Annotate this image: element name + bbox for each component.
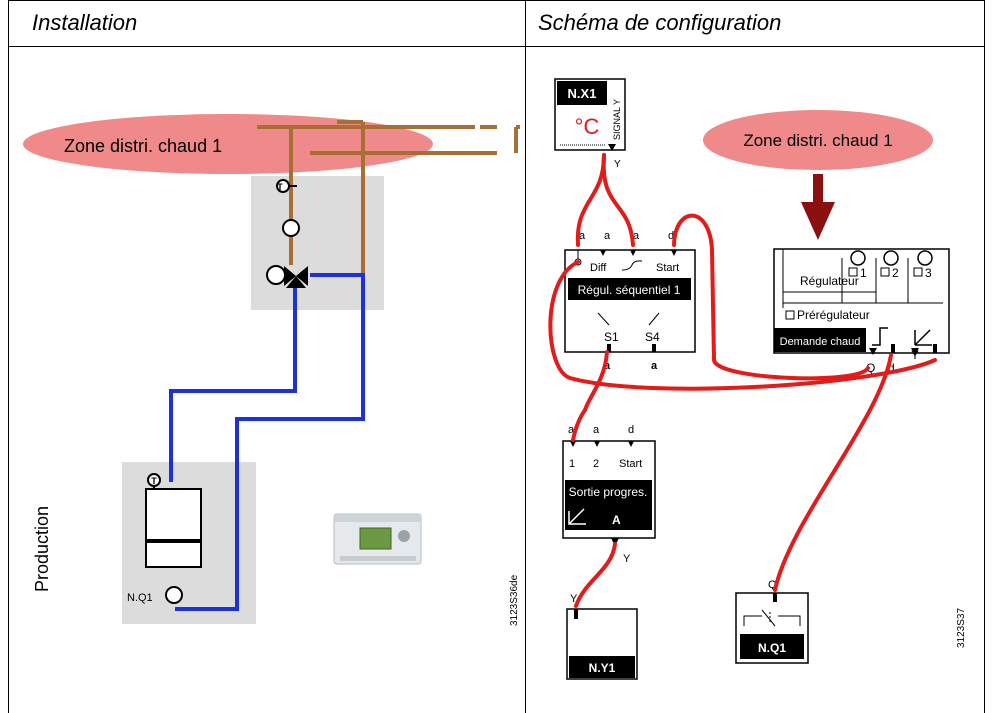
demand-arrow-icon (801, 174, 835, 240)
config-diagram: N.X1 °C SIGNAL Y Y Zone distri. chaud 1 … (548, 78, 967, 680)
svg-text:Sortie progres.: Sortie progres. (569, 485, 648, 499)
sensor-block-nx1[interactable]: N.X1 °C SIGNAL Y Y (554, 78, 626, 170)
svg-text:N.Y1: N.Y1 (589, 661, 616, 675)
config-zone-ellipse (703, 110, 933, 170)
svg-text:N.Q1: N.Q1 (758, 641, 786, 655)
zone-label: Zone distri. chaud 1 (64, 136, 222, 156)
production-pump-icon (165, 586, 183, 604)
nq1-output-block[interactable]: Q N.Q1 (735, 579, 809, 664)
svg-text:Demande chaud: Demande chaud (780, 336, 861, 348)
svg-text:Y: Y (623, 553, 631, 565)
svg-text:a: a (604, 360, 611, 372)
svg-text:1: 1 (569, 458, 575, 470)
installation-ref-code: 3123S36de (509, 574, 520, 626)
svg-text:T: T (277, 182, 283, 192)
svg-text:N.X1: N.X1 (568, 86, 597, 101)
config-ref-code: 3123S37 (956, 608, 967, 648)
svg-text:SIGNAL Y: SIGNAL Y (612, 99, 622, 140)
svg-text:d: d (628, 424, 634, 436)
controller-device-icon (333, 513, 422, 565)
svg-text:a: a (579, 230, 586, 242)
svg-text:Q: Q (866, 361, 875, 375)
svg-text:Y: Y (911, 348, 919, 362)
pump-label: N.Q1 (127, 592, 153, 604)
heat-demand-block[interactable]: Régulateur 1 2 3 Prérégulateur Demande c… (773, 248, 950, 375)
celsius-label: °C (575, 114, 600, 139)
installation-header: Installation (32, 10, 138, 35)
config-zone-label: Zone distri. chaud 1 (743, 131, 892, 150)
pump-icon (282, 219, 300, 237)
svg-text:Start: Start (656, 262, 679, 274)
svg-text:a: a (651, 360, 658, 372)
svg-text:Q: Q (768, 579, 777, 591)
svg-text:2: 2 (593, 458, 599, 470)
actuator-icon (266, 265, 286, 285)
ny1-output-block[interactable]: Y N.Y1 (566, 593, 638, 680)
svg-text:3: 3 (925, 266, 932, 280)
svg-text:d: d (668, 230, 674, 242)
progressive-output-block[interactable]: a a d 1 2 Start Sortie progres. A Y (562, 424, 656, 565)
svg-text:Diff: Diff (590, 262, 607, 274)
svg-text:Régul. séquentiel 1: Régul. séquentiel 1 (578, 283, 681, 297)
svg-text:Régulateur: Régulateur (800, 274, 859, 288)
installation-diagram: Zone distri. chaud 1 T (23, 114, 520, 626)
three-way-valve-icon (284, 266, 308, 288)
sequential-controller-block[interactable]: a a a d Diff Start Régul. séquentiel 1 S… (564, 230, 696, 372)
svg-text:a: a (604, 230, 611, 242)
config-header: Schéma de configuration (538, 10, 782, 35)
svg-text:Prérégulateur: Prérégulateur (797, 308, 870, 322)
svg-text:a: a (593, 424, 600, 436)
svg-text:Y: Y (614, 159, 621, 170)
production-label: Production (32, 506, 52, 592)
svg-text:1: 1 (860, 266, 867, 280)
svg-text:T: T (151, 476, 157, 486)
svg-text:a: a (568, 424, 575, 436)
svg-text:d: d (888, 361, 895, 375)
boiler-icon (145, 488, 202, 568)
svg-text:Y: Y (570, 593, 578, 605)
svg-text:S1: S1 (604, 330, 619, 344)
svg-text:a: a (633, 230, 640, 242)
svg-text:A: A (612, 513, 621, 527)
svg-text:Start: Start (619, 458, 642, 470)
svg-text:S4: S4 (645, 330, 660, 344)
svg-text:2: 2 (892, 266, 899, 280)
